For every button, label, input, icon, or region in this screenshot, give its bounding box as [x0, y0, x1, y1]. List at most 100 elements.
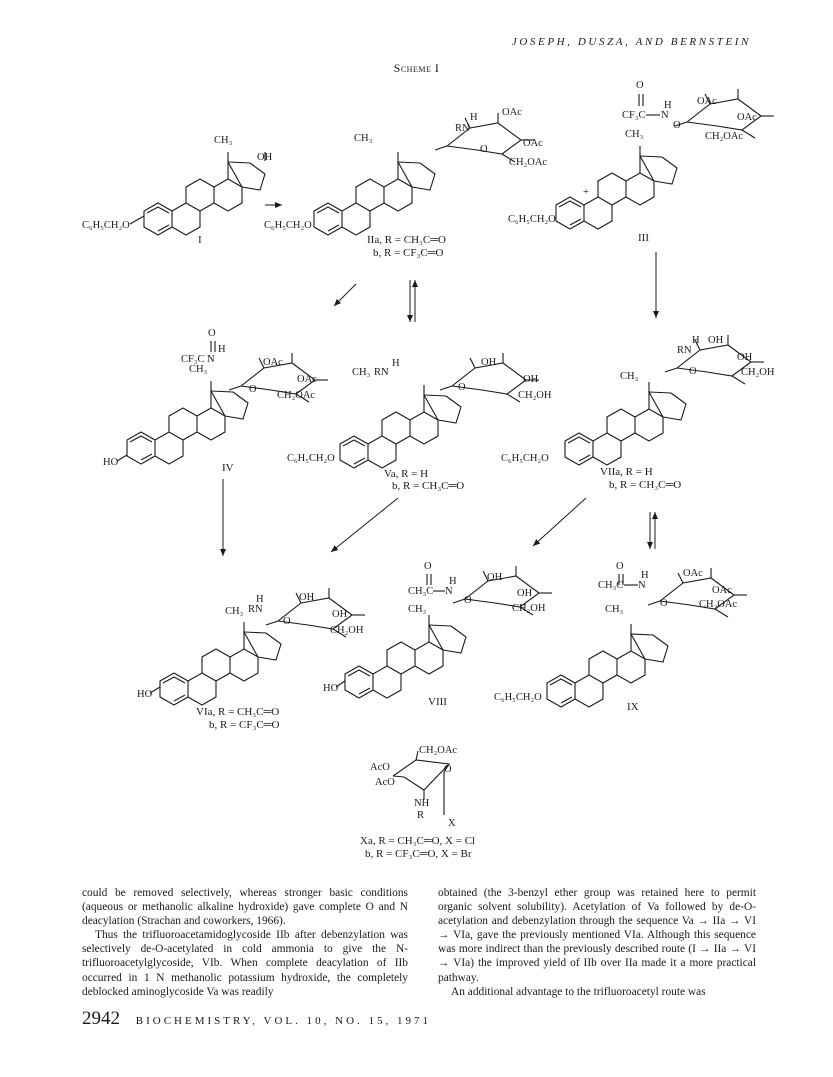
svg-text:OAc: OAc [697, 96, 717, 107]
svg-text:OH: OH [708, 335, 724, 346]
svg-text:I: I [198, 234, 202, 246]
svg-text:OAc: OAc [523, 138, 543, 149]
svg-text:C₆H₅CH₂O: C₆H₅CH₂O [508, 214, 556, 225]
svg-text:HO: HO [103, 457, 119, 468]
svg-text:O: O [660, 598, 668, 609]
svg-text:CH₃: CH₃ [620, 371, 639, 382]
svg-text:RN: RN [248, 604, 263, 615]
svg-text:OH: OH [332, 609, 348, 620]
svg-text:b, R = CF₃C═O: b, R = CF₃C═O [209, 719, 279, 731]
running-head: JOSEPH, DUSZA, AND BERNSTEIN [511, 36, 751, 48]
svg-text:O: O [424, 561, 432, 572]
svg-text:H: H [218, 344, 226, 355]
svg-text:CH₃: CH₃ [605, 604, 624, 615]
svg-text:OH: OH [481, 357, 497, 368]
svg-text:C₆H₅CH₂O: C₆H₅CH₂O [264, 220, 312, 231]
svg-text:O: O [249, 384, 257, 395]
svg-text:C₆H₅CH₂O: C₆H₅CH₂O [494, 692, 542, 703]
svg-text:CH₃: CH₃ [354, 133, 373, 144]
body-column-left: could be removed selectively, whereas st… [82, 886, 408, 999]
svg-text:O: O [283, 616, 291, 627]
svg-text:RN: RN [677, 345, 692, 356]
scheme-title: Scheme I [393, 61, 440, 75]
compound-X: CH₂OAc AcO AcO O NH R X Xa, R = CH₃C═O, … [360, 745, 475, 860]
svg-text:CF₃C: CF₃C [181, 354, 205, 365]
compound-VIII: CH₃ O CH₃C N H OH OH CH₂OH O HO VIII [323, 561, 553, 708]
svg-text:OAc: OAc [737, 112, 757, 123]
svg-text:OH: OH [737, 352, 753, 363]
svg-text:CH₂OH: CH₂OH [512, 603, 546, 614]
svg-text:AcO: AcO [375, 777, 395, 788]
svg-text:CH₃C: CH₃C [598, 580, 623, 591]
compound-VIIa: CH₃ H RN OH OH CH₂OH O C₆H₅CH₂O VIIa, R … [501, 334, 775, 491]
svg-text:CH₂OAc: CH₂OAc [277, 390, 315, 401]
svg-text:RN: RN [374, 367, 389, 378]
body-column-right: obtained (the 3-benzyl ether group was r… [438, 886, 756, 999]
svg-text:O: O [444, 764, 452, 775]
svg-text:O: O [208, 328, 216, 339]
svg-text:OAc: OAc [263, 357, 283, 368]
svg-text:O: O [616, 561, 624, 572]
paragraph: obtained (the 3-benzyl ether group was r… [438, 887, 756, 984]
svg-text:Va, R = H: Va, R = H [384, 468, 428, 480]
svg-text:b, R = CF₃C═O: b, R = CF₃C═O [373, 247, 443, 259]
compound-III: CH₃ O CF₃C N H OAc OAc CH₂OAc O + C₆H₅CH… [508, 80, 775, 244]
svg-text:b, R = CF₃C═O, X = Br: b, R = CF₃C═O, X = Br [365, 848, 472, 860]
svg-text:CH₂OAc: CH₂OAc [509, 157, 547, 168]
svg-text:N: N [638, 580, 646, 591]
svg-text:N: N [661, 110, 669, 121]
svg-text:H: H [392, 358, 400, 369]
svg-text:CH₃C: CH₃C [408, 586, 433, 597]
svg-text:VIa, R = CH₃C═O: VIa, R = CH₃C═O [196, 706, 279, 718]
compound-IV: CH₃ O H CF₃C N OAc OAc CH₂OAc O HO IV [103, 328, 329, 474]
svg-text:C₆H₅CH₂O: C₆H₅CH₂O [501, 453, 549, 464]
svg-text:CH₂OH: CH₂OH [741, 367, 775, 378]
svg-text:H: H [256, 594, 264, 605]
svg-text:IV: IV [222, 462, 234, 474]
page-number: 2942 [82, 1008, 120, 1029]
svg-text:OH: OH [257, 152, 273, 163]
compound-VIa: CH₃ RN H OH OH CH₂OH O HO VIa, R = CH₃C═… [137, 587, 366, 731]
paragraph: An additional advantage to the trifluoro… [451, 985, 706, 998]
compound-I: CH₃ OH C₆H₅CH₂O I [82, 135, 273, 246]
svg-text:RN: RN [455, 123, 470, 134]
svg-text:NH: NH [414, 798, 430, 809]
svg-text:OH: OH [487, 572, 503, 583]
svg-text:O: O [689, 366, 697, 377]
svg-text:HO: HO [323, 683, 339, 694]
svg-text:H: H [664, 100, 672, 111]
compound-IIa: CH₃ RN H OAc OAc CH₂OAc O C₆H₅CH₂O IIa, … [264, 107, 547, 259]
svg-text:OAc: OAc [297, 374, 317, 385]
svg-text:CH₂OAc: CH₂OAc [699, 599, 737, 610]
svg-text:III: III [638, 232, 649, 244]
svg-text:b, R = CH₃C═O: b, R = CH₃C═O [392, 480, 464, 492]
svg-text:R: R [417, 810, 424, 821]
svg-text:N: N [207, 354, 215, 365]
svg-text:CH₂OH: CH₂OH [330, 625, 364, 636]
svg-text:CH₃: CH₃ [189, 364, 208, 375]
svg-text:CH₂OH: CH₂OH [518, 390, 552, 401]
svg-text:OAc: OAc [683, 568, 703, 579]
svg-text:CH₃: CH₃ [214, 135, 233, 146]
svg-text:CH₃: CH₃ [625, 129, 644, 140]
svg-text:CF₃C: CF₃C [622, 110, 646, 121]
svg-text:O: O [458, 382, 466, 393]
svg-text:HO: HO [137, 689, 153, 700]
page-footer: 2942 BIOCHEMISTRY, VOL. 10, NO. 15, 1971 [82, 1008, 431, 1030]
svg-text:Xa, R = CH₃C═O, X = Cl: Xa, R = CH₃C═O, X = Cl [360, 835, 475, 847]
svg-text:H: H [449, 576, 457, 587]
svg-text:OAc: OAc [502, 107, 522, 118]
svg-text:b, R = CH₃C═O: b, R = CH₃C═O [609, 479, 681, 491]
svg-text:CH₃: CH₃ [352, 367, 371, 378]
reaction-scheme: CH₃ OH C₆H₅CH₂O I CH₃ RN H OAc OAc CH₂OA… [82, 80, 775, 860]
journal-citation: BIOCHEMISTRY, VOL. 10, NO. 15, 1971 [135, 1015, 432, 1027]
svg-text:VIIa, R = H: VIIa, R = H [600, 466, 653, 478]
svg-text:CH₂OAc: CH₂OAc [419, 745, 457, 756]
svg-text:C₆H₅CH₂O: C₆H₅CH₂O [287, 453, 335, 464]
svg-text:AcO: AcO [370, 762, 390, 773]
svg-text:X: X [448, 818, 456, 829]
svg-text:H: H [470, 112, 478, 123]
svg-text:OH: OH [299, 592, 315, 603]
paragraph: Thus the trifluoroacetamidoglycoside IIb… [82, 929, 408, 998]
svg-text:N: N [445, 586, 453, 597]
